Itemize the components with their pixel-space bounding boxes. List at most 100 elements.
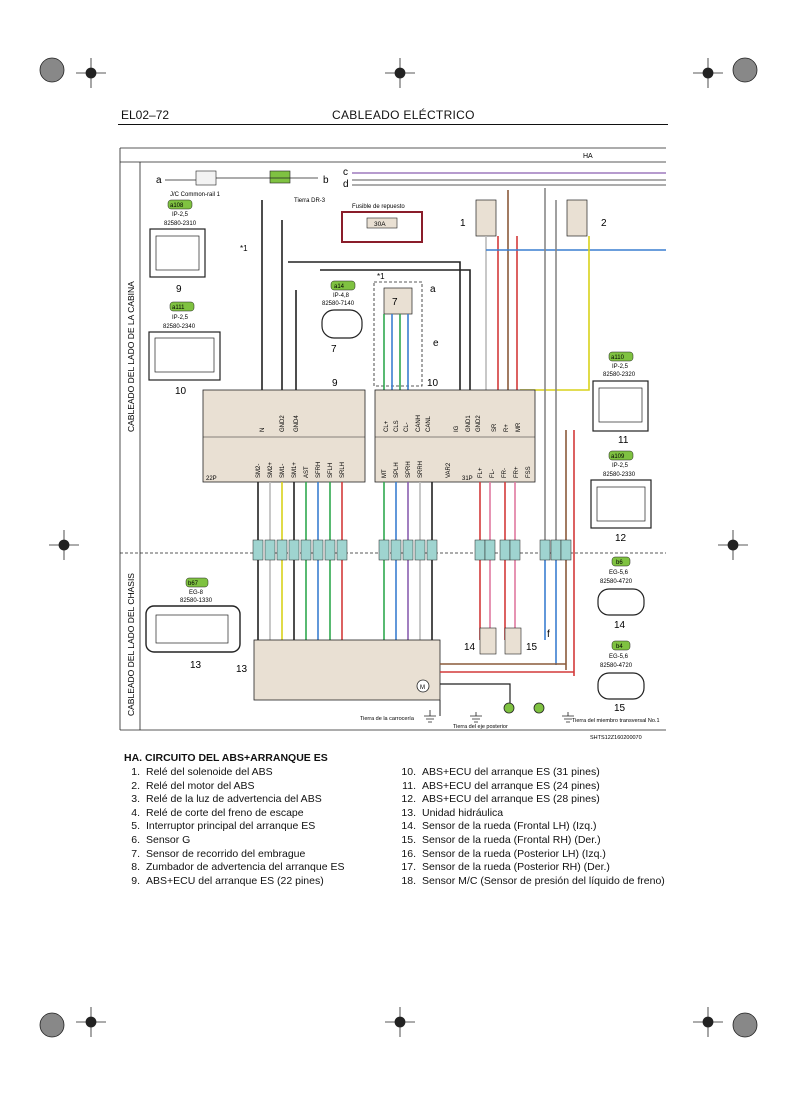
chassis-connector-pin bbox=[324, 539, 336, 561]
legend-item: 4.Relé de corte del freno de escape bbox=[114, 807, 344, 821]
legend-title: HA. CIRCUITO DEL ABS+ARRANQUE ES bbox=[124, 752, 328, 764]
chassis-connector-pin bbox=[312, 539, 324, 561]
legend-item: 15.Sensor de la rueda (Frontal RH) (Der.… bbox=[390, 834, 665, 848]
svg-text:82580-1330: 82580-1330 bbox=[180, 598, 213, 604]
pin-label: R+ bbox=[504, 424, 510, 432]
legend-item: 2.Relé del motor del ABS bbox=[114, 780, 344, 794]
svg-text:14: 14 bbox=[614, 620, 626, 631]
pin-label: GND1 bbox=[466, 415, 472, 432]
reg-mark-top-right bbox=[693, 57, 758, 88]
svg-text:IP-2,5: IP-2,5 bbox=[172, 212, 189, 218]
legend-item: 8. Zumbador de advertencia del arranque E… bbox=[114, 861, 344, 875]
chassis-connector-pin bbox=[402, 539, 414, 561]
sheet-code: SHTS12Z160200070 bbox=[590, 735, 642, 741]
page-code: EL02–72 bbox=[121, 108, 170, 122]
ecu-22pin-block: 9 22P bbox=[202, 378, 366, 483]
note-1b: *1 bbox=[377, 272, 385, 281]
pin-label: GND2 bbox=[280, 415, 286, 432]
svg-text:a111: a111 bbox=[172, 305, 185, 311]
pin-label: VAR2 bbox=[446, 462, 452, 478]
svg-text:IP-2,5: IP-2,5 bbox=[612, 463, 629, 469]
legend-item-number: 14. bbox=[401, 820, 416, 833]
chassis-connector-pin bbox=[550, 539, 562, 561]
point-b: b bbox=[323, 175, 329, 186]
sensor-15-block bbox=[504, 627, 522, 655]
legend-item-number: 11. bbox=[402, 779, 416, 792]
pin-label: SM1+ bbox=[292, 462, 298, 478]
svg-text:b6: b6 bbox=[616, 560, 623, 566]
jc-label: J/C Common-rail 1 bbox=[170, 192, 221, 198]
legend-item: 13.Unidad hidráulica bbox=[390, 807, 665, 821]
pin-label: SFRH bbox=[316, 462, 322, 478]
legend-list-right: 10.ABS+ECU del arranque ES (31 pines)11.… bbox=[390, 766, 665, 889]
legend-item: 5.Interruptor principal del arranque ES bbox=[114, 820, 344, 834]
legend-item-number: 13. bbox=[401, 806, 416, 819]
legend-item-number: 18. bbox=[401, 874, 416, 887]
chassis-connector-pin bbox=[474, 539, 486, 561]
svg-text:7: 7 bbox=[331, 344, 337, 355]
legend-item-text: Interruptor principal del arranque ES bbox=[146, 820, 316, 833]
legend-item: 16. Sensor de la rueda (Posterior LH) (Iz… bbox=[390, 848, 665, 862]
legend-item-number: 6. bbox=[131, 833, 140, 846]
pin-label: GND2 bbox=[476, 415, 482, 432]
point-c: c bbox=[343, 167, 348, 178]
legend-item: 3.Relé de la luz de advertencia del ABS bbox=[114, 793, 344, 807]
pin-label: AST bbox=[304, 466, 310, 478]
svg-text:82580-2330: 82580-2330 bbox=[603, 472, 636, 478]
legend-item-number: 4. bbox=[131, 806, 140, 819]
legend-item: 11.ABS+ECU del arranque ES (24 pines) bbox=[390, 780, 665, 794]
pin-label: SM2- bbox=[256, 464, 262, 478]
svg-text:10: 10 bbox=[175, 386, 187, 397]
connector-12: a109 IP-2,5 82580-2330 12 bbox=[590, 450, 652, 544]
legend-item: 14.Sensor de la rueda (Frontal LH) (Izq.… bbox=[390, 820, 665, 834]
legend-item-text: Sensor de la rueda (Posterior LH) (Izq.) bbox=[422, 847, 606, 860]
legend-item-text: Sensor G bbox=[146, 833, 191, 846]
pin-label: FL- bbox=[490, 469, 496, 478]
svg-text:b4: b4 bbox=[616, 644, 623, 650]
label-15: 15 bbox=[526, 642, 538, 653]
pin-label: MR bbox=[516, 422, 522, 432]
svg-text:EG-5,6: EG-5,6 bbox=[609, 654, 629, 660]
svg-text:31P: 31P bbox=[462, 476, 473, 482]
chassis-connector-pin bbox=[264, 539, 276, 561]
legend-item-number: 10. bbox=[401, 766, 416, 778]
pin-label: N bbox=[260, 428, 266, 432]
legend-item-number: 17. bbox=[401, 861, 416, 874]
chassis-connector-pin bbox=[336, 539, 348, 561]
legend-item-number: 8. bbox=[131, 861, 140, 874]
legend-item: 1.Relé del solenoide del ABS bbox=[114, 766, 344, 780]
reg-mark-bottom-right bbox=[693, 1007, 758, 1038]
svg-text:13: 13 bbox=[190, 660, 202, 671]
svg-text:82580-2310: 82580-2310 bbox=[164, 221, 197, 227]
legend-item-number: 16. bbox=[401, 847, 416, 860]
legend-item-text: Zumbador de advertencia del arranque ES bbox=[146, 861, 345, 874]
ground-symbols bbox=[424, 702, 574, 723]
svg-text:82580-2340: 82580-2340 bbox=[163, 324, 196, 330]
point-e: e bbox=[433, 338, 439, 349]
connector-14: b6 EG-5,6 82580-4720 14 bbox=[597, 556, 645, 631]
legend-item: 18.Sensor M/C (Sensor de presión del líq… bbox=[390, 874, 664, 889]
svg-text:22P: 22P bbox=[206, 476, 217, 482]
svg-text:1: 1 bbox=[460, 218, 466, 229]
connector-7: a14 IP-4,8 82580-7140 7 bbox=[321, 280, 363, 355]
reg-mark-bottom-mid bbox=[385, 1007, 415, 1037]
legend-item-text: Relé del solenoide del ABS bbox=[146, 766, 273, 778]
point-a: a bbox=[156, 175, 162, 186]
pin-label: FL+ bbox=[478, 467, 484, 478]
legend-item: 17.Sensor de la rueda (Posterior RH) (De… bbox=[390, 861, 665, 875]
clutch-sensor-box: 7 bbox=[373, 281, 423, 387]
legend-item-number: 3. bbox=[131, 793, 140, 806]
pin-label: SPRH bbox=[406, 461, 412, 478]
reg-mark-bottom-left bbox=[39, 1007, 106, 1038]
legend-item-number: 2. bbox=[131, 779, 140, 792]
ecu-31pin-block: 10 31P bbox=[374, 378, 536, 483]
chassis-connector-pin bbox=[252, 539, 264, 561]
svg-text:15: 15 bbox=[614, 703, 626, 714]
svg-text:EG-5,6: EG-5,6 bbox=[609, 570, 629, 576]
svg-text:82580-4720: 82580-4720 bbox=[600, 663, 633, 669]
chassis-connector-pin bbox=[539, 539, 551, 561]
